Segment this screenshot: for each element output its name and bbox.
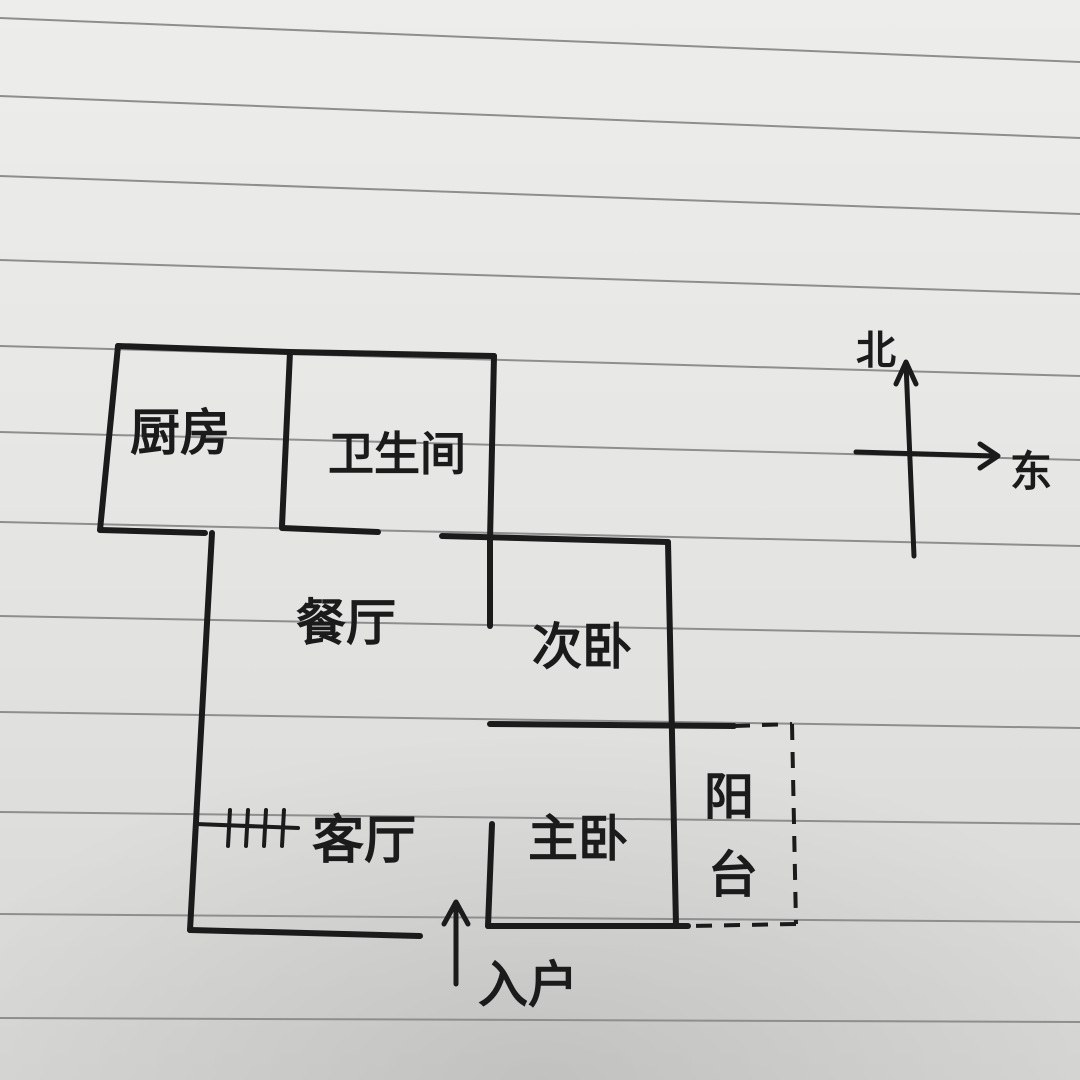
window-tick	[280, 808, 286, 848]
wall-west	[187, 530, 215, 933]
window-tick	[244, 808, 250, 848]
compass-horizontal-axis	[853, 449, 999, 459]
window-marks	[194, 808, 300, 848]
compass	[853, 359, 1001, 559]
wall-bedroom-top	[439, 533, 671, 545]
north-arrow-head	[893, 359, 919, 387]
master-bedroom-label: 主卧	[528, 810, 628, 868]
wall-kitchen-bottom	[97, 527, 208, 536]
window-tick	[262, 808, 268, 848]
wall-bath-right	[487, 353, 497, 543]
wall-bedrooms-divider	[487, 721, 737, 729]
balcony-label-top: 阳	[704, 768, 754, 826]
wall-bath-bottom	[279, 525, 381, 535]
wall-kitchen-left	[97, 343, 121, 533]
wall-east	[665, 539, 679, 929]
balcony-outline	[689, 722, 798, 928]
wall-south-living	[187, 927, 423, 939]
wall-kitchen-bath-divider	[279, 349, 293, 529]
dining-room-label: 餐厅	[296, 594, 396, 652]
compass-vertical-axis	[903, 361, 917, 559]
wall-master-left	[485, 821, 495, 929]
east-label: 东	[1010, 447, 1052, 496]
east-arrow-head	[977, 441, 1001, 471]
entrance-arrow	[441, 899, 471, 987]
entrance-label: 入户	[478, 956, 578, 1014]
balcony-bottom-edge	[689, 922, 797, 928]
window-tick	[226, 808, 232, 848]
bathroom-label: 卫生间	[328, 427, 466, 481]
second-bedroom-label: 次卧	[532, 618, 632, 676]
walls	[97, 343, 737, 939]
living-room-label: 客厅	[312, 811, 416, 871]
balcony-label-bottom: 台	[708, 846, 758, 904]
wall-top	[115, 343, 497, 359]
north-label: 北	[856, 328, 896, 374]
balcony-right-edge	[790, 723, 798, 925]
balcony-top-edge	[733, 722, 793, 728]
entrance-arrow-head	[441, 899, 471, 927]
kitchen-label: 厨房	[130, 404, 230, 462]
